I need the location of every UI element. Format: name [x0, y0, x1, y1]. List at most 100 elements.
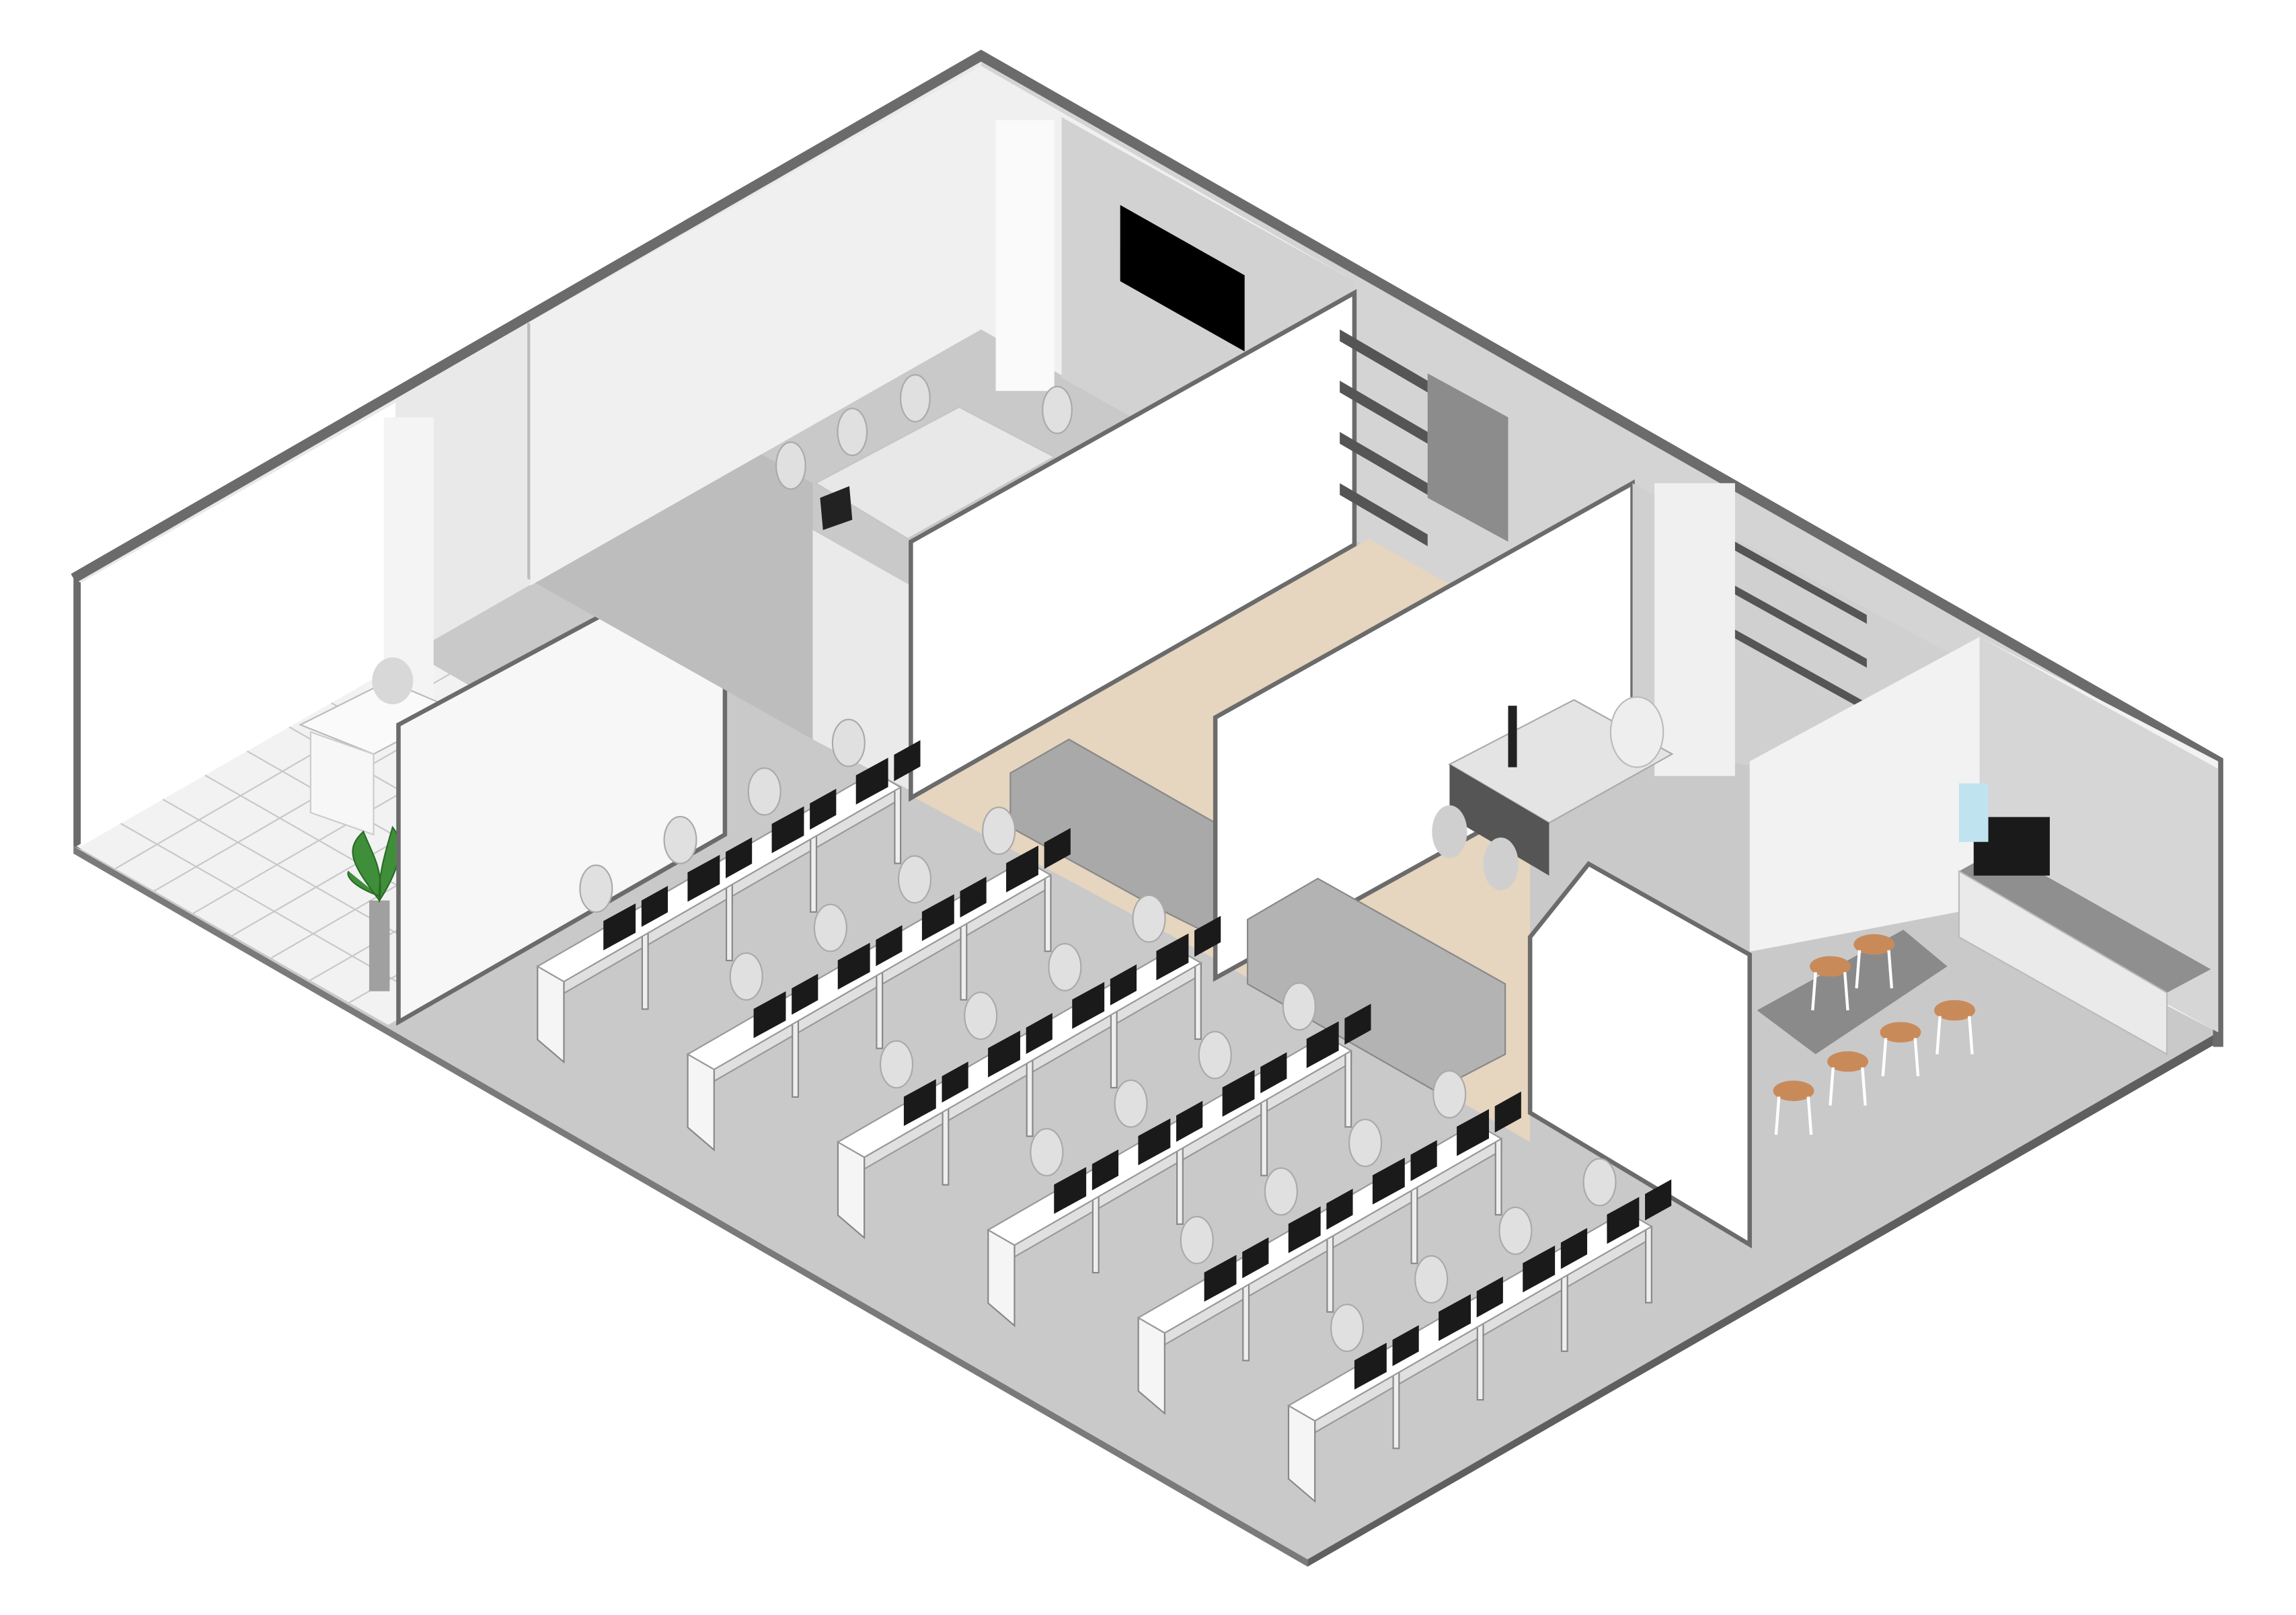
- office-chair: [1030, 1128, 1064, 1176]
- office-chair: [1498, 1206, 1533, 1255]
- visitor-chair: [1483, 837, 1519, 891]
- monitor-icon: [855, 757, 888, 805]
- monitor-icon: [1176, 1100, 1203, 1142]
- sofa-lounge-front: [1246, 877, 1506, 1092]
- office-chair: [1330, 1304, 1365, 1353]
- office-chair: [879, 1040, 914, 1089]
- office-chair: [1048, 942, 1082, 991]
- kitchen-chair-leg: [1881, 1038, 1888, 1077]
- desk-leg: [1344, 1050, 1352, 1128]
- desk-leg: [1176, 1147, 1184, 1225]
- monitor-icon: [753, 991, 786, 1039]
- monitor-icon: [1288, 1206, 1321, 1254]
- monitor-icon: [1044, 827, 1071, 869]
- monitor-icon: [1260, 1052, 1287, 1094]
- kitchen-chair-seat: [1880, 1022, 1921, 1043]
- monitor-icon: [1494, 1091, 1521, 1133]
- manager-office-column: [1654, 483, 1735, 776]
- monitor-icon: [837, 942, 870, 990]
- office-chair: [964, 991, 998, 1041]
- desk-leg: [1092, 1195, 1100, 1274]
- workstation-row: [686, 806, 1071, 1152]
- workstations: [536, 718, 1672, 1503]
- desk-leg: [1410, 1186, 1418, 1265]
- desk-leg: [894, 786, 902, 864]
- monitor-icon: [942, 1061, 968, 1103]
- monitor-icon: [1110, 964, 1137, 1006]
- monitor-icon: [687, 854, 720, 902]
- meeting-room-glass-wall: [909, 289, 1357, 802]
- office-chair: [1132, 894, 1166, 943]
- office-chair: [729, 952, 763, 1001]
- kitchen-chair-seat: [1934, 1000, 1975, 1021]
- kitchen-counter: [1958, 849, 2211, 993]
- monitor-icon: [1242, 1237, 1269, 1279]
- office-chair: [579, 864, 613, 913]
- desk-leg: [960, 923, 968, 1001]
- office-chair: [1180, 1215, 1214, 1265]
- kitchen-chair-leg: [1887, 950, 1893, 989]
- monitor-icon: [1372, 1158, 1405, 1205]
- workstation-row: [1137, 1069, 1521, 1415]
- desk-leg: [1242, 1283, 1250, 1361]
- meeting-chair: [900, 374, 931, 423]
- monitor-icon: [1204, 1254, 1237, 1302]
- meeting-room-column: [995, 120, 1055, 391]
- kitchen-chair-leg: [1806, 1096, 1813, 1135]
- desk-leg: [1044, 874, 1052, 952]
- floor-slab-edge-right: [1307, 1032, 2219, 1567]
- desk-leg: [1494, 1137, 1502, 1216]
- monitor-icon: [641, 886, 668, 927]
- monitor-icon: [792, 973, 818, 1015]
- kitchen-chair-seat: [1773, 1080, 1814, 1101]
- monitor-icon: [1344, 1004, 1371, 1045]
- desk-leg: [1110, 1010, 1118, 1089]
- monitor-icon: [1072, 981, 1105, 1029]
- visitor-chair: [1432, 805, 1467, 858]
- monitor-icon: [1354, 1343, 1387, 1390]
- meeting-table: [814, 406, 1056, 540]
- desk-leg: [1194, 962, 1202, 1040]
- office-chair: [1264, 1167, 1298, 1216]
- manager-chair: [1609, 696, 1664, 768]
- monitor-icon: [1006, 846, 1038, 893]
- monitor-icon: [960, 876, 987, 918]
- monitor-icon: [1476, 1276, 1503, 1318]
- monitor-icon: [1326, 1189, 1353, 1230]
- monitor-icon: [903, 1079, 936, 1127]
- manager-monitor: [1508, 706, 1517, 767]
- manager-desk-front: [1449, 764, 1549, 876]
- office-chair: [1414, 1255, 1449, 1304]
- monitor-icon: [1439, 1293, 1471, 1341]
- desk-leg: [725, 883, 733, 962]
- kitchen-partition: [1527, 861, 1752, 1249]
- reception-desk-front: [309, 730, 375, 836]
- desk-leg: [1026, 1059, 1034, 1137]
- desk-leg: [942, 1108, 950, 1186]
- desk-leg: [1476, 1322, 1484, 1401]
- bookshelf-lounge: [1340, 329, 1508, 546]
- kitchen-chair-leg: [1843, 972, 1849, 1011]
- monitor-icon: [1156, 933, 1189, 981]
- kitchen-chair-leg: [1829, 1067, 1835, 1106]
- water-dispenser-icon: [1958, 783, 1989, 842]
- meeting-chair: [775, 441, 806, 490]
- workstation-row: [1287, 1158, 1672, 1503]
- monitor-icon: [1410, 1140, 1437, 1181]
- monitor-icon: [1092, 1149, 1119, 1191]
- monitor-icon: [1645, 1179, 1672, 1221]
- workstation-row: [836, 894, 1221, 1240]
- laptop-icon: [820, 486, 853, 530]
- monitor-icon: [1457, 1109, 1489, 1156]
- desk-leg: [1392, 1372, 1400, 1450]
- kitchen-chair-leg: [1913, 1038, 1920, 1077]
- office-chair: [1198, 1030, 1232, 1080]
- office-chair: [1114, 1079, 1148, 1128]
- kitchen-chair-seat: [1827, 1051, 1868, 1072]
- office-chair: [747, 767, 781, 816]
- office-chair: [1348, 1119, 1383, 1168]
- kitchen-cabinets: [1958, 870, 2168, 1056]
- monitor-icon: [1194, 915, 1221, 957]
- monitor-icon: [1026, 1013, 1053, 1054]
